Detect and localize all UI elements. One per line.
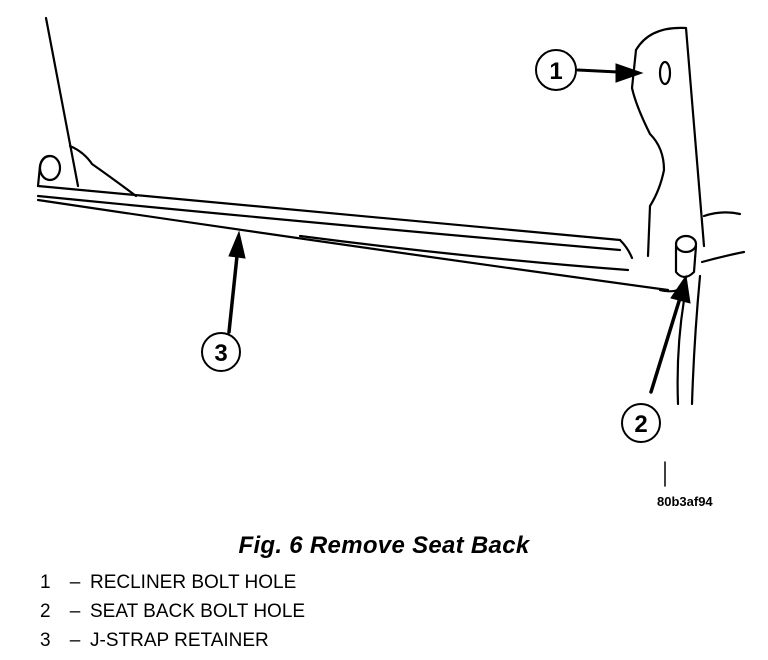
callout-3-number: 3 — [214, 340, 227, 367]
j-strap-retainer-bar — [36, 184, 686, 293]
seat-back-bolt — [674, 234, 698, 279]
seat-back-illustration: 1 2 3 80b3af94 — [36, 16, 746, 509]
callout-3-arrow — [227, 230, 246, 334]
legend-number: 3 — [40, 630, 51, 651]
figure-caption: Fig. 6 Remove Seat Back — [238, 532, 530, 559]
legend-label: RECLINER BOLT HOLE — [90, 572, 297, 593]
recliner-bolt-hole — [658, 60, 672, 86]
callout-1: 1 — [535, 49, 577, 91]
legend-label: J-STRAP RETAINER — [90, 630, 269, 651]
callout-1-number: 1 — [549, 58, 562, 85]
callout-2-arrow — [649, 274, 691, 394]
legend-separator: – — [69, 572, 81, 593]
seat-frame-lines — [676, 274, 702, 406]
left-bolt-head — [36, 154, 62, 188]
legend-item: 2–SEAT BACK BOLT HOLE — [40, 597, 305, 626]
callout-3: 3 — [201, 332, 241, 372]
legend-label: SEAT BACK BOLT HOLE — [90, 601, 306, 622]
legend-number: 2 — [40, 601, 51, 622]
legend-separator: – — [69, 630, 81, 651]
seat-back-panel — [44, 16, 138, 198]
recliner-bracket — [630, 26, 746, 264]
legend-number: 1 — [40, 572, 51, 593]
callout-2: 2 — [621, 403, 661, 443]
legend-item: 3–J-STRAP RETAINER — [40, 626, 305, 655]
callout-2-number: 2 — [634, 411, 647, 438]
legend-separator: – — [69, 601, 81, 622]
callout-1-arrow — [576, 63, 644, 83]
legend-item: 1–RECLINER BOLT HOLE — [40, 568, 305, 597]
art-code: 80b3af94 — [657, 494, 713, 509]
legend: 1–RECLINER BOLT HOLE 2–SEAT BACK BOLT HO… — [40, 568, 305, 655]
